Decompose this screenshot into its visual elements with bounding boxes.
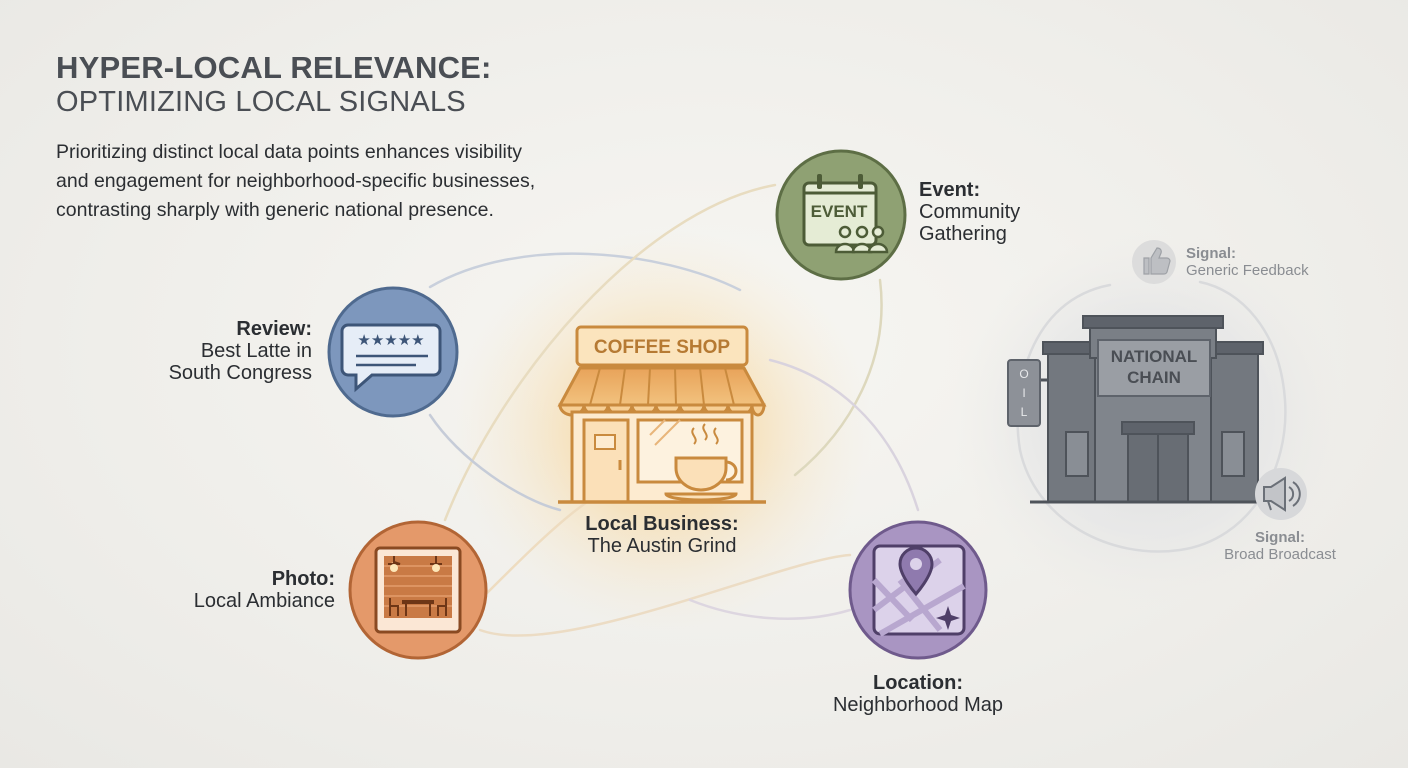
- page-title: HYPER-LOCAL RELEVANCE:: [56, 50, 492, 85]
- review-label-value: Best Latte in: [200, 340, 312, 362]
- signal-key: Signal:: [1186, 245, 1237, 262]
- side-sign: [1007, 359, 1041, 427]
- review-bubble-icon: ★★★★★: [340, 323, 442, 393]
- svg-text:L: L: [1021, 405, 1028, 419]
- description: Prioritizing distinct local data points …: [56, 138, 576, 225]
- review-label: Review: Best Latte in South Congress: [130, 318, 312, 384]
- photo-frame-icon: [374, 546, 462, 634]
- location-label: Location: Neighborhood Map: [798, 672, 1038, 716]
- local-business-key: Local Business:: [585, 513, 739, 535]
- svg-text:COFFEE SHOP: COFFEE SHOP: [594, 337, 731, 358]
- coffee-shop-sign: [575, 325, 749, 367]
- signal-value: Broad Broadcast: [1224, 546, 1336, 563]
- svg-text:★★★★★: ★★★★★: [357, 331, 424, 349]
- svg-text:I: I: [1022, 386, 1025, 400]
- description-line: and engagement for neighborhood-specific…: [56, 170, 536, 192]
- event-node: EVENT: [775, 149, 907, 281]
- connection-lines: [428, 183, 1287, 637]
- photo-node: [348, 520, 488, 660]
- signal-key: Signal:: [1254, 529, 1305, 546]
- event-label-value: Gathering: [919, 223, 1007, 245]
- photo-label: Photo: Local Ambiance: [150, 568, 335, 612]
- connector-event-location: [793, 278, 883, 477]
- map-pin-icon: [898, 546, 934, 597]
- connector-location-center: [768, 358, 920, 512]
- description-line: Prioritizing distinct local data points …: [56, 141, 523, 163]
- location-label-key: Location:: [873, 672, 963, 694]
- connector-photo-location: [478, 553, 852, 637]
- event-label-value: Community: [919, 201, 1021, 223]
- signal-value: Generic Feedback: [1186, 262, 1309, 279]
- sparkle-icon: [936, 606, 960, 630]
- map-icon: [871, 544, 966, 637]
- event-label: Event: Community Gathering: [919, 179, 1020, 245]
- event-label-key: Event:: [919, 179, 981, 201]
- national-chain-sign: [1097, 339, 1211, 397]
- location-label-value: Neighborhood Map: [832, 694, 1004, 716]
- connector-center-location: [688, 598, 852, 620]
- photo-label-value: Local Ambiance: [193, 590, 335, 612]
- page-subtitle: OPTIMIZING LOCAL SIGNALS: [56, 86, 466, 118]
- steam-icon: [691, 423, 719, 445]
- megaphone-icon: [1255, 468, 1307, 520]
- review-label-key: Review:: [236, 318, 312, 340]
- coffee-cup-icon: [674, 456, 728, 492]
- signal-broad-broadcast: Signal: Broad Broadcast: [1210, 529, 1350, 563]
- local-business-value: The Austin Grind: [587, 535, 737, 557]
- people-icon: [834, 225, 889, 254]
- thumbs-up-icon: [1132, 240, 1176, 284]
- svg-text:O: O: [1019, 367, 1028, 381]
- review-label-value: South Congress: [168, 362, 312, 384]
- coffee-shop-illustration: COFFEE SHOP: [557, 325, 767, 504]
- svg-text:NATIONAL: NATIONAL: [1111, 347, 1198, 366]
- calendar-icon: EVENT: [802, 174, 889, 254]
- photo-label-key: Photo:: [271, 568, 335, 590]
- description-line: contrasting sharply with generic nationa…: [56, 199, 494, 221]
- national-chain-building: NATIONAL CHAIN O I L: [1007, 315, 1272, 504]
- location-node: [848, 520, 988, 660]
- svg-text:CHAIN: CHAIN: [1127, 368, 1181, 387]
- signal-generic-feedback: Signal: Generic Feedback: [1186, 245, 1309, 279]
- event-icon-text: EVENT: [811, 202, 868, 221]
- connector-review-event: [428, 252, 742, 292]
- review-node: ★★★★★: [327, 286, 459, 418]
- local-business-label: Local Business: The Austin Grind: [532, 513, 792, 557]
- connector-photo-center: [478, 498, 592, 602]
- connector-review-center: [428, 413, 562, 512]
